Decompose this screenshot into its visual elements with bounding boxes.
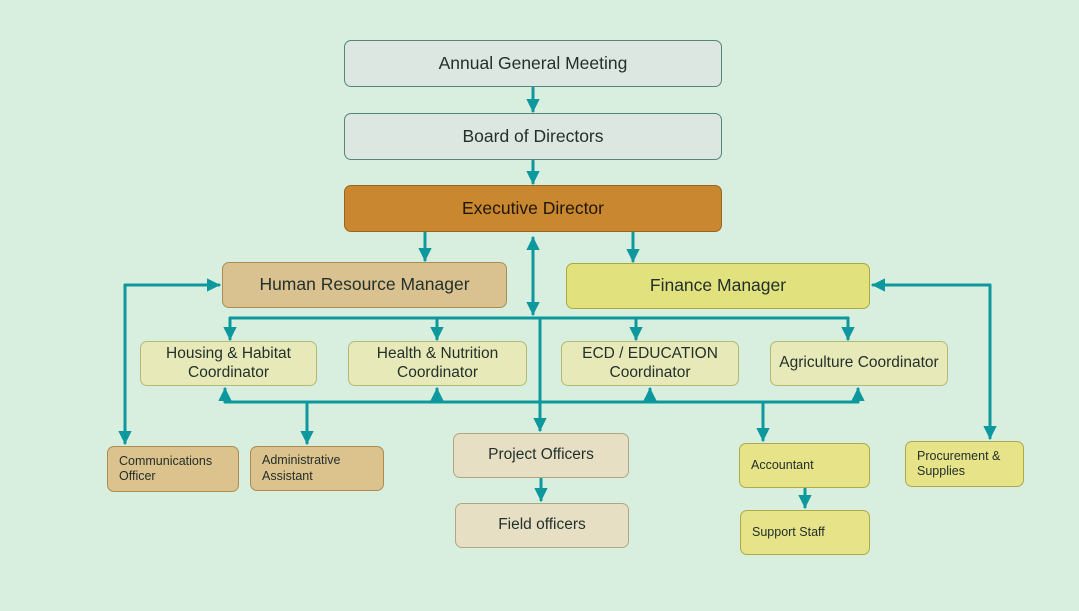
node-finance-manager: Finance Manager	[566, 263, 870, 309]
node-annual-general-meeting: Annual General Meeting	[344, 40, 722, 87]
node-housing-habitat-coordinator: Housing & Habitat Coordinator	[140, 341, 317, 386]
node-executive-director: Executive Director	[344, 185, 722, 232]
node-project-officers: Project Officers	[453, 433, 629, 478]
node-agriculture-coordinator: Agriculture Coordinator	[770, 341, 948, 386]
node-human-resource-manager: Human Resource Manager	[222, 262, 507, 308]
node-procurement-supplies: Procurement & Supplies	[905, 441, 1024, 487]
node-field-officers: Field officers	[455, 503, 629, 548]
node-ecd-education-coordinator: ECD / EDUCATION Coordinator	[561, 341, 739, 386]
node-communications-officer: Communications Officer	[107, 446, 239, 492]
node-support-staff: Support Staff	[740, 510, 870, 555]
node-board-of-directors: Board of Directors	[344, 113, 722, 160]
node-administrative-assistant: Administrative Assistant	[250, 446, 384, 491]
node-health-nutrition-coordinator: Health & Nutrition Coordinator	[348, 341, 527, 386]
node-accountant: Accountant	[739, 443, 870, 488]
